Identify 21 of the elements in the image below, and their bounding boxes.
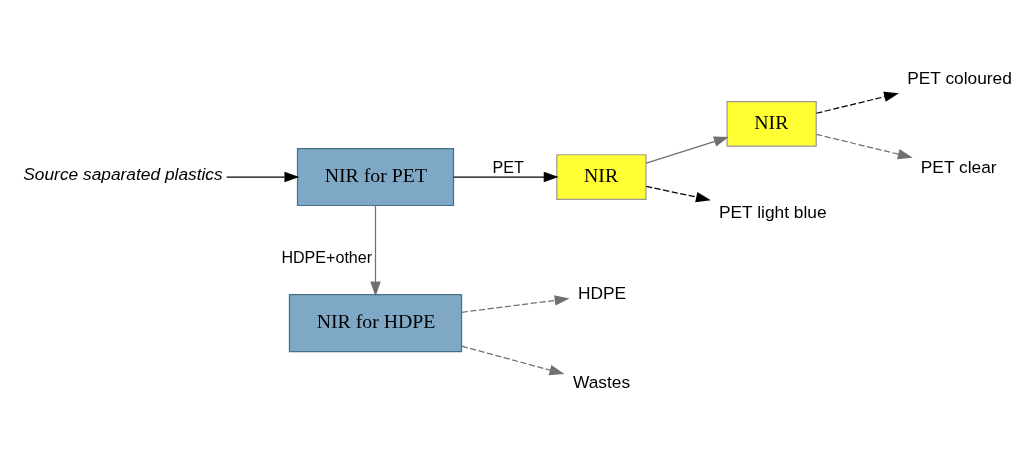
node-text: PET light blue — [719, 201, 827, 222]
node-text: HDPE — [577, 282, 627, 303]
node-box: NIR — [556, 153, 647, 200]
arrow — [815, 133, 913, 159]
arrow — [815, 91, 899, 114]
edge-label: PET — [492, 157, 524, 176]
arrow — [461, 345, 565, 375]
node-box: NIR for HDPE — [288, 293, 463, 352]
arrow — [226, 171, 300, 182]
arrow — [453, 171, 559, 182]
node-text: Wastes — [572, 371, 631, 392]
node-box: NIR for PET — [296, 147, 455, 206]
node-text: PET clear — [920, 156, 997, 177]
node-text: PET coloured — [907, 67, 1012, 88]
arrow — [461, 294, 570, 313]
edge-label: HDPE+other — [281, 247, 373, 266]
arrow — [645, 185, 711, 202]
arrow — [370, 204, 381, 296]
node-text: Source saparated plastics — [23, 163, 223, 184]
node-box: NIR — [726, 100, 817, 147]
arrow — [645, 136, 729, 164]
